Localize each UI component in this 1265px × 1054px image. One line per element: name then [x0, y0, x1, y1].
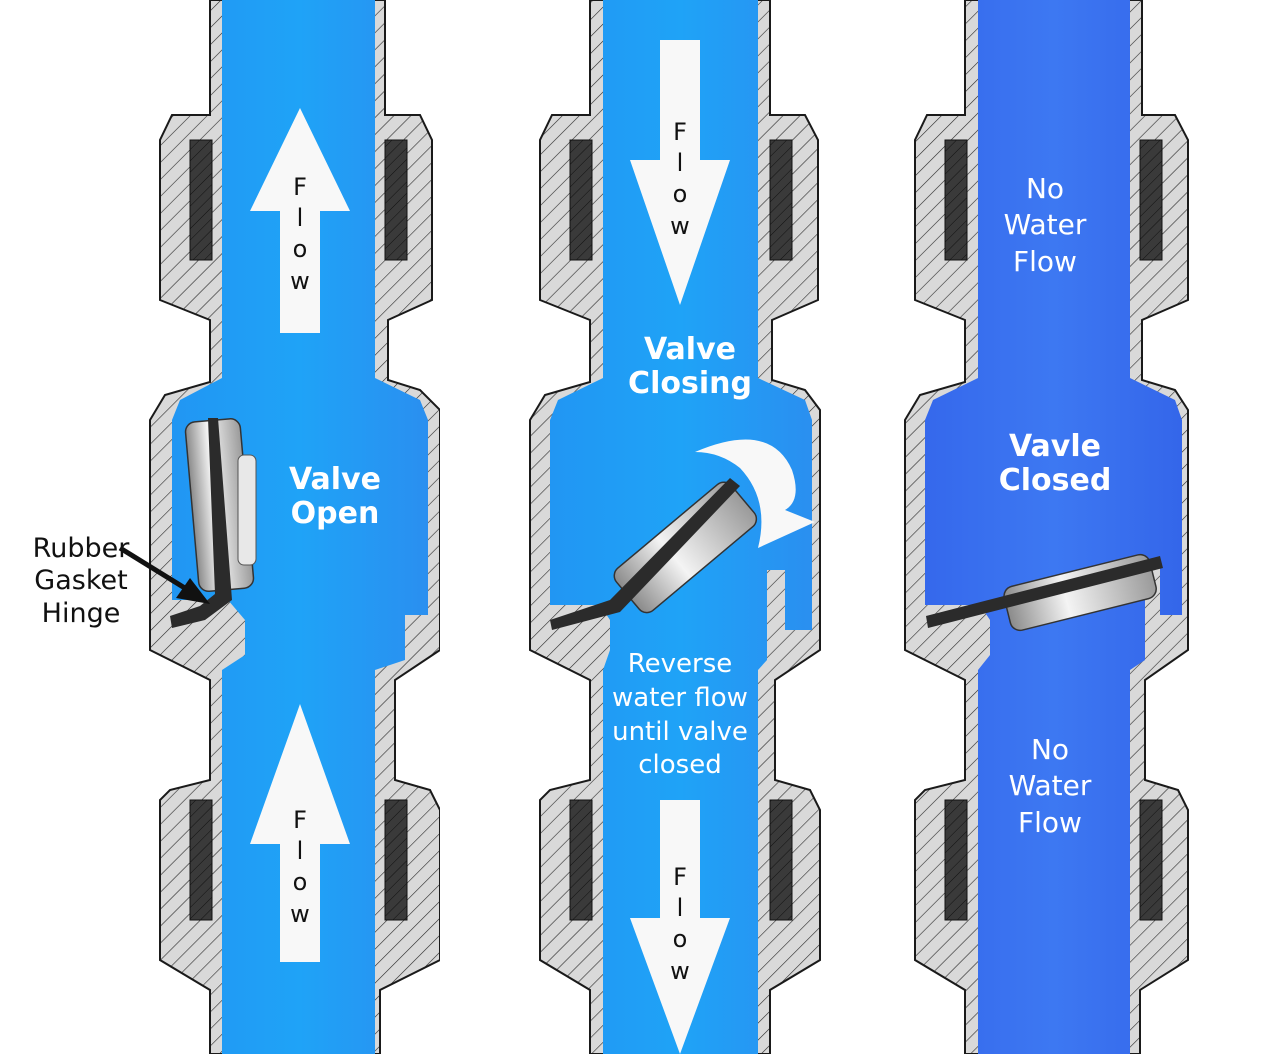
flow-arrow-label: F l o w [670, 863, 690, 985]
valve-disc-open [170, 418, 257, 628]
flow-arrow-up-icon [250, 704, 350, 962]
flow-arrow-label: F l o w [290, 173, 310, 295]
state-label-valve-closing: Valve Closing [628, 332, 752, 401]
curved-closing-arrow-icon [695, 439, 815, 548]
valve-closing-cross-section [529, 0, 821, 1054]
reverse-flow-note: Reverse water flow until valve closed [612, 649, 748, 781]
no-water-flow-note-bottom: No Water Flow [1008, 733, 1092, 839]
state-label-valve-open: Valve Open [288, 462, 381, 531]
callout-rubber-gasket-hinge: Rubber Gasket Hinge [32, 533, 130, 629]
flow-arrow-label: F l o w [290, 806, 310, 928]
flow-arrow-down-icon [630, 40, 730, 305]
valve-disc-closing [550, 478, 758, 630]
valve-open-cross-section [149, 0, 440, 1054]
flow-arrow-down-icon [630, 800, 730, 1054]
callout-pointer-arrow-icon [118, 545, 210, 604]
flow-arrow-label: F l o w [670, 118, 690, 240]
state-label-valve-closed: Vavle Closed [998, 429, 1112, 498]
panel-valve-closing: F l o w F l o w Valve Closing Reverse wa… [440, 0, 870, 1054]
panel-valve-closed: No Water Flow Vavle Closed No Water Flow [870, 0, 1265, 1054]
valve-disc-closed [926, 553, 1163, 632]
no-water-flow-note-top: No Water Flow [1003, 172, 1087, 278]
valve-closed-cross-section [904, 0, 1189, 1054]
flow-arrow-up-icon [250, 108, 350, 333]
panel-valve-open: F l o w F l o w Valve Open Rubber Gasket… [0, 0, 440, 1054]
